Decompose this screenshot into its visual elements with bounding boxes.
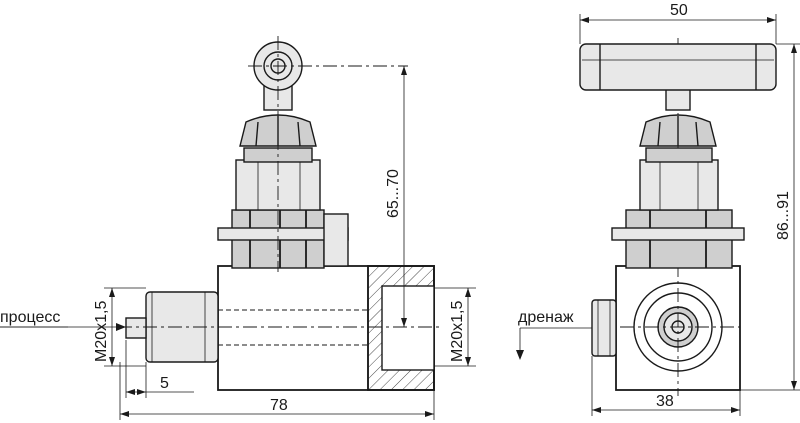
front-view	[118, 36, 440, 391]
dim-left-thread: M20x1,5	[93, 301, 110, 362]
dim-handle-width: 50	[670, 2, 688, 19]
dim-side-width: 38	[656, 393, 674, 410]
dim-side-height: 86...91	[775, 191, 792, 240]
dimension-lines	[0, 14, 800, 420]
dim-total-length: 78	[270, 397, 288, 414]
drain-plug	[591, 299, 617, 357]
side-stem-housing	[639, 159, 719, 211]
drain-label: дренаж	[518, 309, 574, 326]
process-label: процесс	[0, 309, 60, 326]
side-view	[579, 38, 777, 396]
inlet-stub	[125, 317, 147, 339]
dim-left-length: 5	[160, 375, 169, 392]
outlet-bore	[381, 285, 435, 371]
t-handle-bar	[579, 43, 777, 91]
dim-right-thread: M20x1,5	[449, 301, 466, 362]
dim-front-height: 65...70	[385, 169, 402, 218]
